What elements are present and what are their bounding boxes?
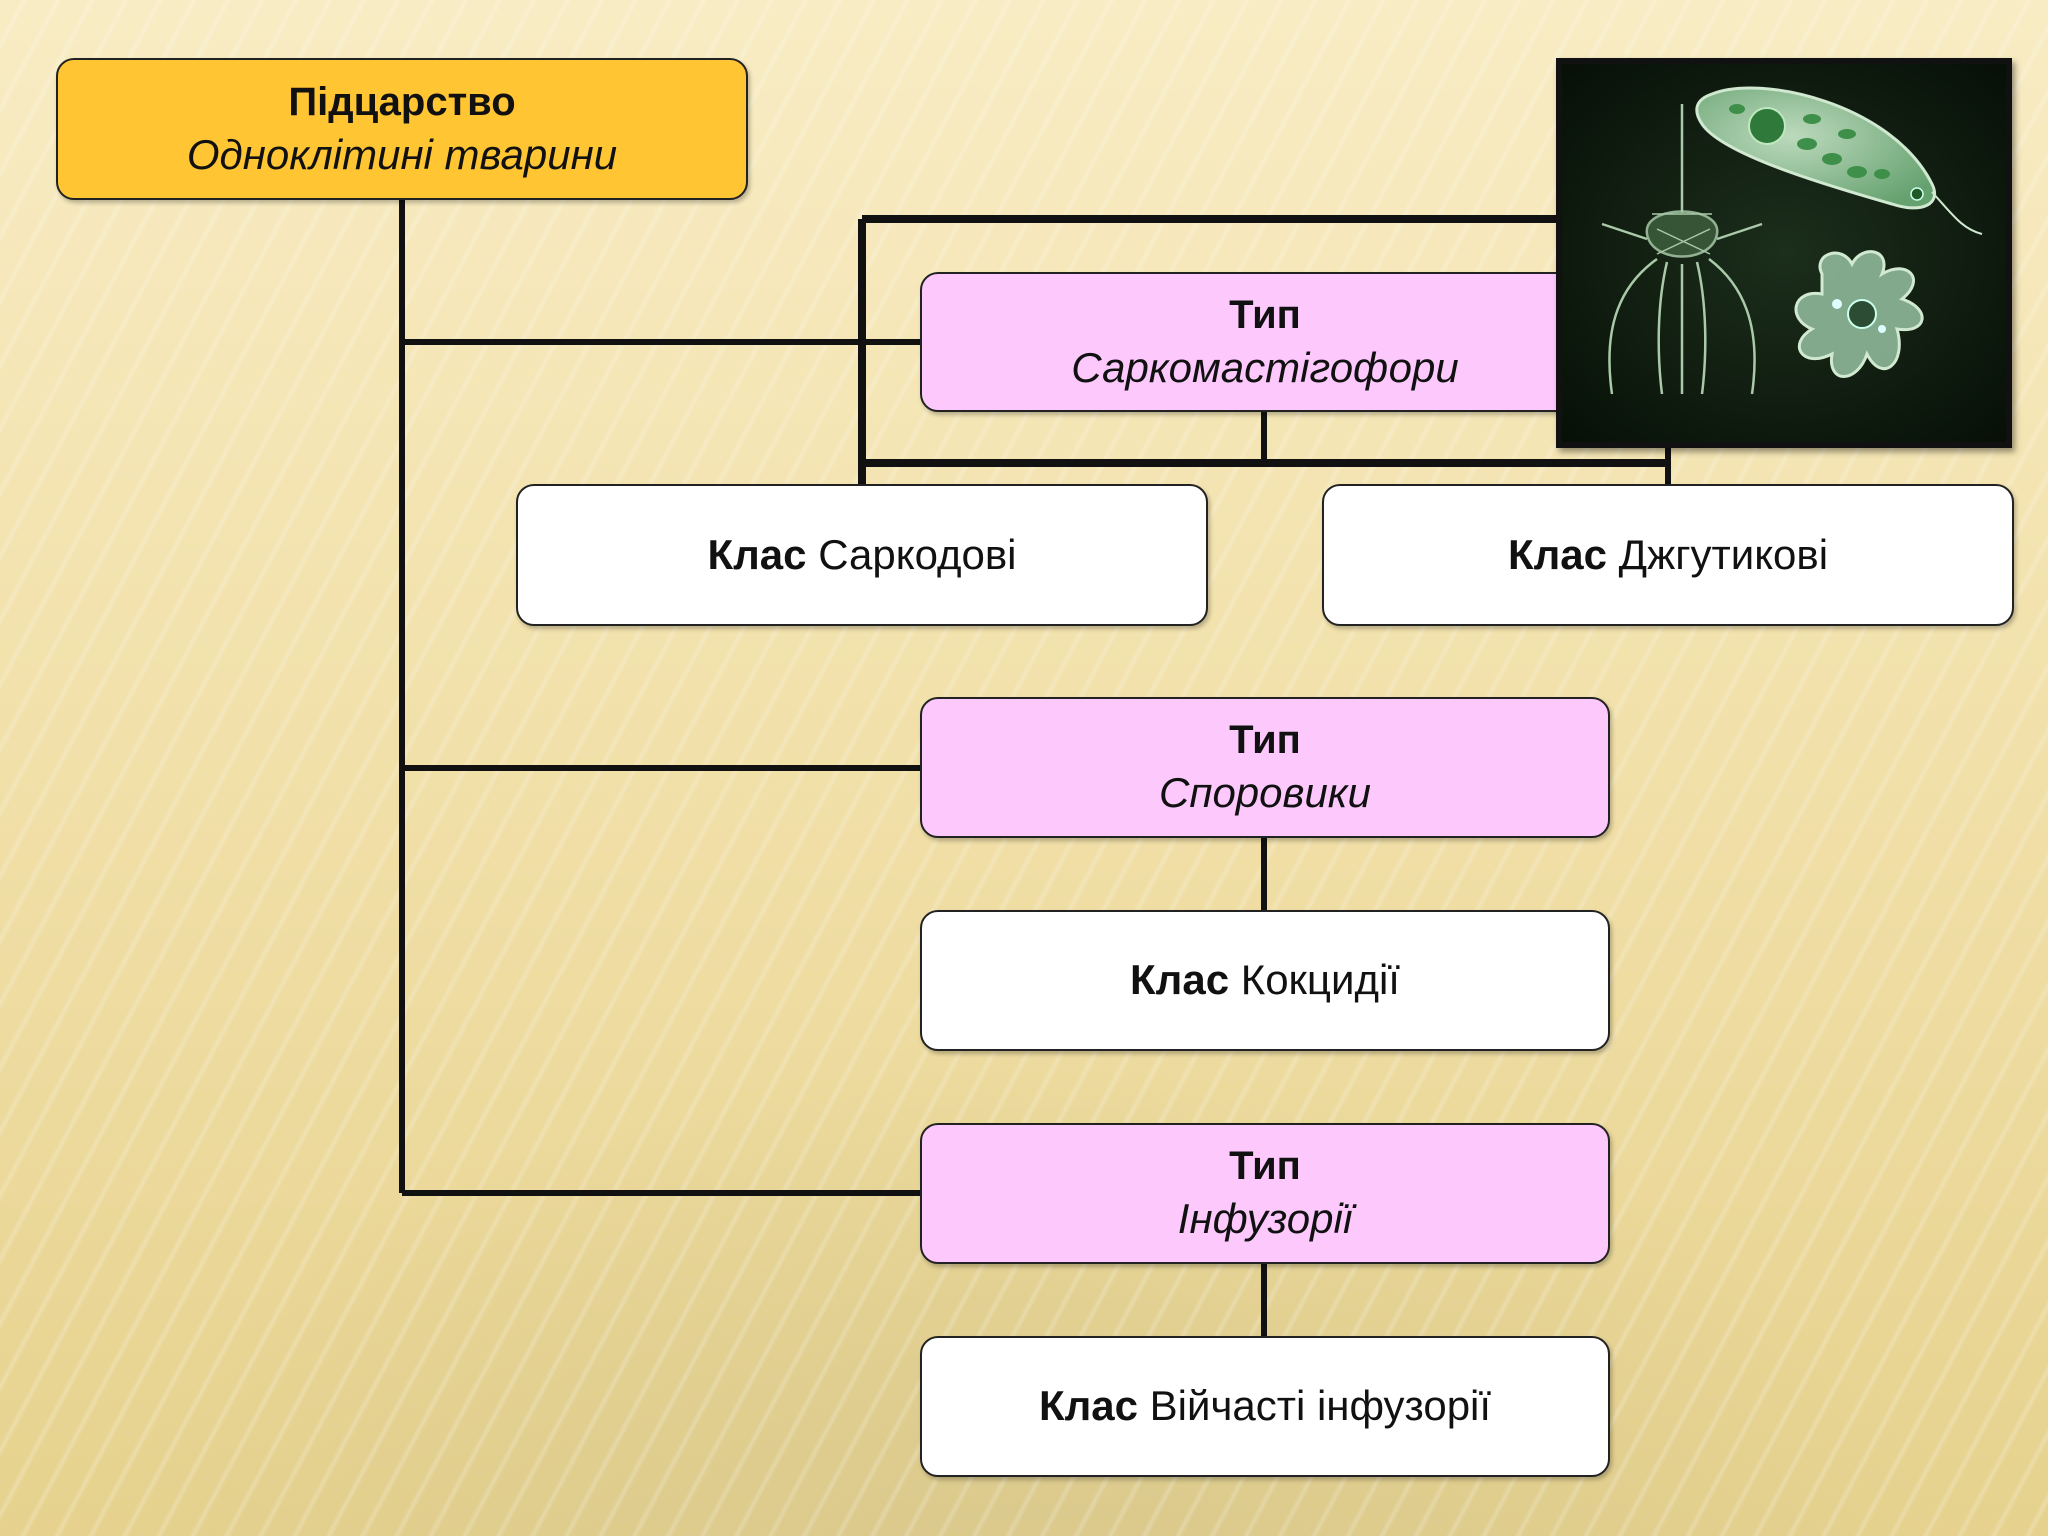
protozoa-illustration <box>1556 58 2012 448</box>
protozoa-image <box>1562 64 2006 442</box>
class-prefix: Клас <box>1508 531 1607 578</box>
class-label: Клас Війчасті інфузорії <box>1039 1379 1491 1434</box>
class-name: Саркодові <box>818 531 1016 578</box>
class-prefix: Клас <box>1039 1382 1138 1429</box>
phylum-box-sporozoa: Тип Споровики <box>920 697 1610 838</box>
phylum-box-ciliophora: Тип Інфузорії <box>920 1123 1610 1264</box>
class-label: Клас Саркодові <box>707 528 1016 583</box>
phylum-subtitle: Інфузорії <box>1178 1192 1352 1247</box>
class-prefix: Клас <box>1130 956 1229 1003</box>
class-box-ciliates: Клас Війчасті інфузорії <box>920 1336 1610 1477</box>
root-subtitle: Одноклітині тварини <box>187 128 617 183</box>
phylum-title: Тип <box>1229 714 1301 766</box>
class-name: Війчасті інфузорії <box>1150 1382 1491 1429</box>
class-label: Клас Кокцидії <box>1130 953 1400 1008</box>
root-title: Підцарство <box>288 76 515 128</box>
class-box-coccidia: Клас Кокцидії <box>920 910 1610 1051</box>
phylum-box-sarcomastigophora: Тип Саркомастігофори <box>920 272 1610 412</box>
phylum-subtitle: Споровики <box>1159 766 1371 821</box>
phylum-title: Тип <box>1229 289 1301 341</box>
class-name: Кокцидії <box>1241 956 1400 1003</box>
class-box-sarcodina: Клас Саркодові <box>516 484 1208 626</box>
class-name: Джгутикові <box>1619 531 1828 578</box>
class-box-flagellates: Клас Джгутикові <box>1322 484 2014 626</box>
root-box-subkingdom: Підцарство Одноклітині тварини <box>56 58 748 200</box>
phylum-subtitle: Саркомастігофори <box>1071 341 1458 396</box>
phylum-title: Тип <box>1229 1140 1301 1192</box>
class-label: Клас Джгутикові <box>1508 528 1828 583</box>
class-prefix: Клас <box>707 531 806 578</box>
